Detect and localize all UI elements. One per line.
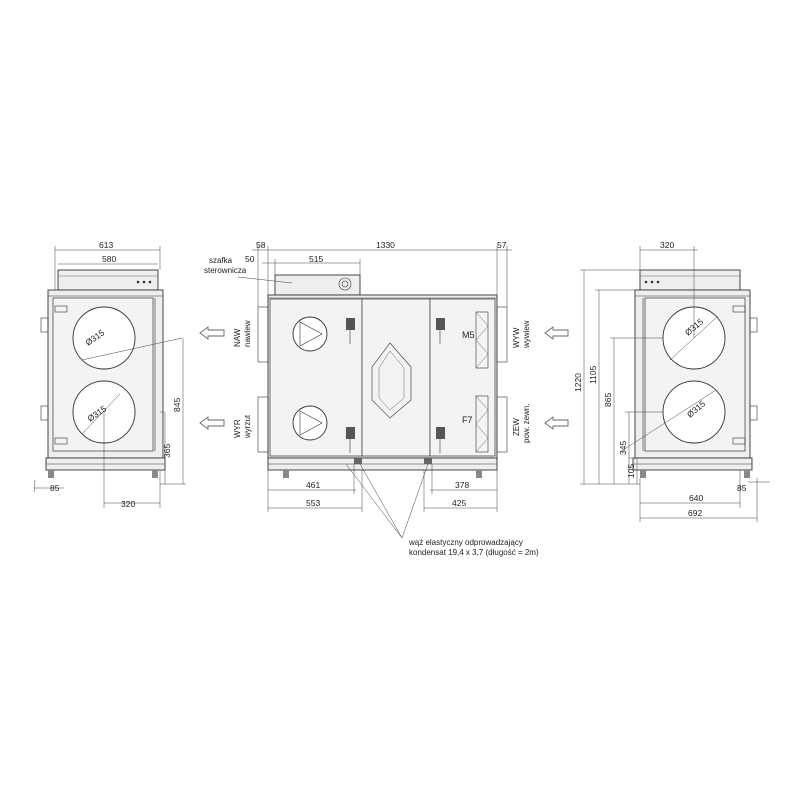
right-dim-320: 320 [660,240,674,250]
port-wyr-name: wyrzut [243,414,252,439]
heat-exchanger-icon [371,342,412,419]
right-latch-bottom [732,437,746,445]
front-dim-378: 378 [455,480,469,490]
control-box-label-line1: szafka [209,256,233,265]
latch-icon [346,318,445,453]
left-hinge-top [40,317,49,333]
front-dim-553: 553 [306,498,320,508]
hose-note-line2: kondensat 19,4 x 3,7 (długość = 2m) [409,548,539,557]
arrow-naw-icon [199,326,225,340]
right-control-box [639,269,741,291]
right-side-view: Ø315 Ø315 320 1220 1105 865 345 105 [573,240,770,522]
port-zew-name: pow. zewn. [522,403,531,443]
left-control-box [57,269,159,291]
hose-note-line1: wąż elastyczny odprowadzający [408,538,523,547]
left-dim-845: 845 [172,398,182,412]
filter-m5-label: M5 [462,330,475,340]
right-dim-1220: 1220 [573,373,583,392]
front-spigot-wyw [496,306,508,363]
control-box-gland-icon [338,277,352,291]
left-dim-365: 365 [162,444,172,458]
left-latch-bottom [54,437,68,445]
front-control-box [274,274,361,296]
front-dim-461: 461 [306,480,320,490]
left-dim-320: 320 [121,499,135,509]
port-wyw-name: wywiew [522,320,531,349]
front-spigot-wyr [257,396,269,453]
right-dim-345: 345 [618,441,628,455]
left-dim-580: 580 [102,254,116,264]
front-dim-1330: 1330 [376,240,395,250]
front-dim-57: 57 [497,240,507,250]
control-box-label-line2: sterownicza [204,266,247,275]
front-view: szafka sterownicza M5 [199,240,569,557]
right-dim-85: 85 [737,483,747,493]
left-dim-85: 85 [50,483,60,493]
front-spigot-naw [257,306,269,363]
right-dim-105: 105 [626,464,636,478]
right-latch-top [732,305,746,313]
port-zew-code: ZEW [512,418,521,436]
port-wyr-code: WYR [233,419,242,438]
left-hinge-bottom [40,405,49,421]
front-dim-425: 425 [452,498,466,508]
filter-f7-label: F7 [462,415,473,425]
front-spigot-zew [496,396,508,453]
left-duct-upper [72,306,136,370]
front-foot-1 [283,470,289,478]
exhaust-fan-icon [292,405,328,441]
left-foot-2 [152,470,158,478]
left-dim-613: 613 [99,240,113,250]
supply-fan-icon [292,316,328,352]
right-dim-640: 640 [689,493,703,503]
left-foot-1 [48,470,54,478]
arrow-zew-icon [544,416,569,430]
front-panel-exchanger [361,298,431,457]
right-hinge-bottom [749,405,758,421]
right-foot-1 [640,470,646,478]
right-dim-1105: 1105 [588,365,598,384]
right-dim-692: 692 [688,508,702,518]
condensate-drain-1 [354,458,362,464]
arrow-wyw-icon [544,326,569,340]
right-foot-2 [744,470,750,478]
left-latch-top [54,305,68,313]
left-side-view: Ø315 Ø315 613 580 845 365 85 320 [33,240,186,509]
front-dim-58: 58 [256,240,266,250]
condensate-drain-2 [424,458,432,464]
front-dim-50: 50 [245,254,255,264]
port-naw-name: nawiew [243,320,252,347]
port-naw-code: NAW [233,328,242,347]
right-hinge-top [749,317,758,333]
front-dim-515: 515 [309,254,323,264]
arrow-wyr-icon [199,416,225,430]
right-dim-865: 865 [603,393,613,407]
front-foot-2 [476,470,482,478]
port-wyw-code: WYW [512,327,521,348]
